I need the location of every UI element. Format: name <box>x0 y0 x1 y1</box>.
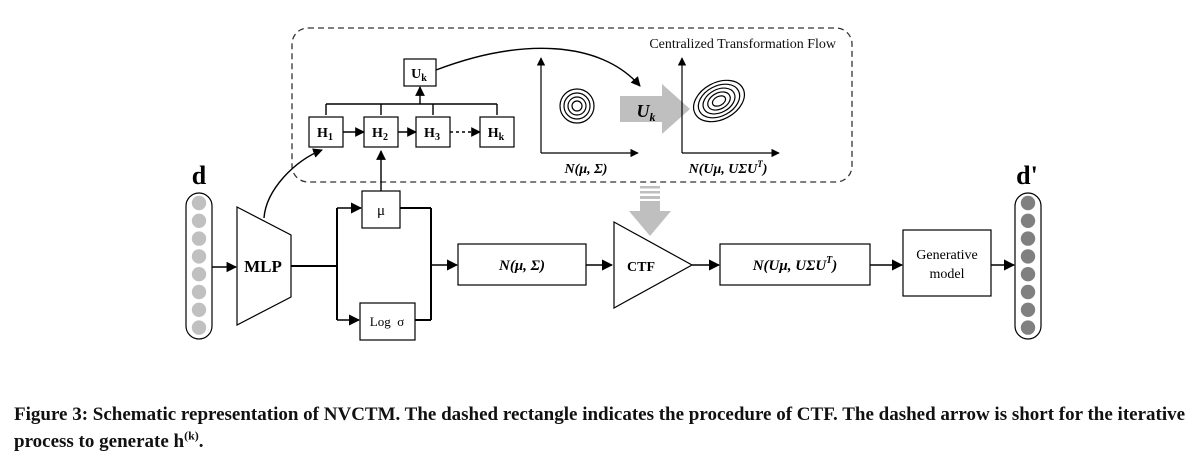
plot-right-contours <box>693 79 745 123</box>
uk-box-label: Uk <box>411 67 427 84</box>
vector-dot <box>191 231 207 246</box>
vector-dot <box>1020 195 1036 211</box>
gray-down-arrow <box>629 186 671 236</box>
vector-dot <box>191 320 207 335</box>
plot-right: N(Uμ, UΣUT) <box>677 57 780 177</box>
vector-dot <box>191 284 207 300</box>
output-vector-capsule <box>1014 192 1042 340</box>
uk-arrow-label: Uk <box>637 101 656 124</box>
log-sigma-label: Log σ <box>370 314 404 329</box>
h-node-label: H2 <box>372 126 388 143</box>
ctf-label: CTF <box>627 260 655 275</box>
arrow-uk-to-transform <box>435 47 641 87</box>
caption-superscript: (k) <box>184 428 199 443</box>
input-label: d <box>192 161 207 190</box>
vector-dot <box>1020 213 1036 228</box>
vector-dot <box>1020 267 1036 282</box>
gaussian-label: N(μ, Σ) <box>498 258 545 274</box>
generative-model-label-line1: Generative <box>916 248 977 263</box>
vector-dot <box>1020 249 1036 264</box>
output-vector-dots <box>1020 195 1036 335</box>
vector-dot <box>191 267 207 282</box>
vector-dot <box>191 302 207 317</box>
plot-left: N(μ, Σ) <box>536 57 639 177</box>
transformed-gaussian-label: N(Uμ, UΣUT) <box>752 255 838 274</box>
h-node-label: H1 <box>317 126 333 143</box>
generative-model-box <box>902 229 992 297</box>
vector-dot <box>191 195 207 211</box>
plot-right-label: N(Uμ, UΣUT) <box>688 159 768 177</box>
arrow-mlp-to-h1 <box>263 148 323 219</box>
input-vector-dots <box>191 195 207 335</box>
h-node-box <box>363 116 399 148</box>
uk-gray-arrow <box>620 84 690 134</box>
input-vector-capsule <box>185 192 213 340</box>
log-sigma-box <box>359 302 416 341</box>
vector-dot <box>1020 320 1036 335</box>
mu-label: μ <box>377 203 385 219</box>
transformed-gaussian-box <box>719 243 871 286</box>
mlp-label: MLP <box>244 257 282 276</box>
generative-model-label-line2: model <box>930 267 965 282</box>
output-label: d' <box>1016 161 1038 190</box>
vector-dot <box>191 249 207 264</box>
plot-left-contours <box>559 88 595 124</box>
h-node-label: Hk <box>488 126 505 143</box>
vector-dot <box>1020 231 1036 246</box>
vector-dot <box>191 213 207 228</box>
caption-tail: . <box>198 431 204 452</box>
flow-title: Centralized Transformation Flow <box>649 37 837 52</box>
h-node-box <box>308 116 344 148</box>
uk-box <box>403 58 437 87</box>
nvctm-diagram: Centralized Transformation Flow d MLP μ … <box>185 27 1042 341</box>
mlp-block <box>236 206 292 326</box>
mu-box <box>361 190 401 229</box>
vector-dot <box>1020 284 1036 300</box>
figure-caption: Figure 3: Schematic representation of NV… <box>14 401 1194 455</box>
vector-dot <box>1020 302 1036 317</box>
gaussian-box <box>457 243 587 286</box>
ctf-dashed-region <box>291 27 853 183</box>
ctf-block <box>613 220 694 310</box>
h-chain: H1 H2 H3 Hk <box>308 86 515 148</box>
caption-text: Figure 3: Schematic representation of NV… <box>14 404 1186 452</box>
plot-left-label: N(μ, Σ) <box>564 162 608 177</box>
h-node-label: H3 <box>424 126 440 143</box>
